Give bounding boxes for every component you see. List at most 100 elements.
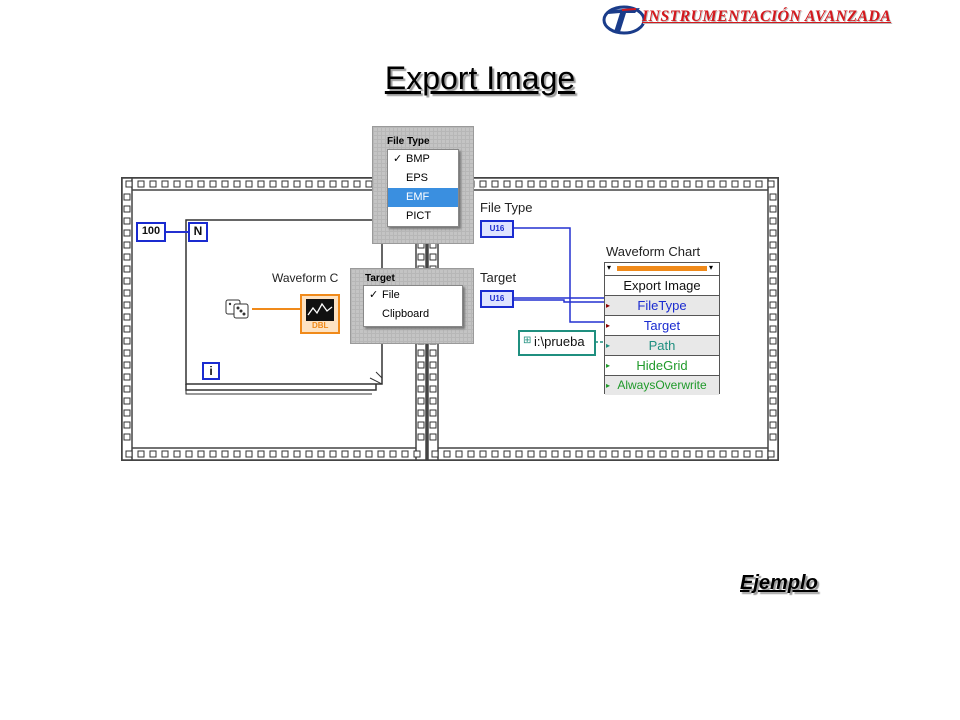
film-hole (269, 180, 277, 188)
loop-count-constant[interactable]: 100 (136, 222, 166, 242)
film-hole (389, 450, 397, 458)
film-hole (455, 450, 463, 458)
input-arrow-icon: ▸ (606, 301, 611, 310)
film-hole (305, 450, 313, 458)
input-arrow-icon: ▸ (606, 381, 611, 390)
invoke-node[interactable]: ▾ ▾ Export Image ▸ FileType ▸ Target ▸ P… (604, 262, 720, 395)
film-hole (707, 450, 715, 458)
file-type-menu-title: File Type (387, 136, 430, 147)
film-hole (515, 180, 523, 188)
input-filetype[interactable]: ▸ FileType (605, 295, 719, 315)
film-hole (769, 433, 777, 441)
target-constant[interactable]: U16 (480, 290, 514, 308)
target-menu-title: Target (365, 273, 395, 284)
film-hole (123, 241, 131, 249)
film-hole (429, 385, 437, 393)
check-icon: ✓ (369, 289, 379, 301)
film-hole (539, 450, 547, 458)
film-hole (417, 409, 425, 417)
film-hole (769, 193, 777, 201)
path-icon: ⊞ (523, 335, 532, 346)
film-hole (575, 450, 583, 458)
input-path[interactable]: ▸ Path (605, 335, 719, 355)
film-hole (233, 450, 241, 458)
film-hole (769, 409, 777, 417)
menu-item-clipboard[interactable]: Clipboard (382, 308, 430, 320)
film-hole (769, 205, 777, 213)
film-hole (575, 180, 583, 188)
film-hole (123, 373, 131, 381)
random-number-icon[interactable] (224, 294, 252, 322)
film-hole (413, 450, 421, 458)
film-hole (551, 450, 559, 458)
film-hole (769, 301, 777, 309)
film-hole (137, 450, 145, 458)
film-hole (341, 450, 349, 458)
invoke-node-rows: Export Image ▸ FileType ▸ Target ▸ Path … (605, 275, 719, 395)
menu-item-file[interactable]: ✓ File (364, 286, 462, 305)
film-hole (719, 450, 727, 458)
film-hole (257, 180, 265, 188)
film-hole (769, 421, 777, 429)
film-hole (269, 450, 277, 458)
film-hole (769, 313, 777, 321)
input-target[interactable]: ▸ Target (605, 315, 719, 335)
film-hole (503, 180, 511, 188)
film-hole (647, 180, 655, 188)
waveform-chart-label: Waveform C (272, 271, 339, 285)
film-hole (149, 180, 157, 188)
film-hole (429, 433, 437, 441)
target-menu-panel: Target ✓ File Clipboard (350, 268, 474, 344)
film-hole (479, 450, 487, 458)
film-hole (683, 180, 691, 188)
dbl-label: DBL (312, 321, 329, 330)
input-alwaysoverwrite[interactable]: ▸ AlwaysOverwrite (605, 375, 719, 395)
for-loop (185, 219, 383, 395)
film-hole (769, 229, 777, 237)
film-hole (769, 241, 777, 249)
film-hole (587, 180, 595, 188)
file-type-constant[interactable]: U16 (480, 220, 514, 238)
film-hole (769, 397, 777, 405)
film-hole (769, 253, 777, 261)
film-hole (293, 450, 301, 458)
film-hole (353, 450, 361, 458)
film-hole (599, 180, 607, 188)
film-hole (221, 450, 229, 458)
menu-item-emf[interactable]: EMF (388, 188, 458, 207)
film-hole (317, 180, 325, 188)
menu-item-eps[interactable]: EPS (406, 172, 429, 184)
path-constant[interactable]: ⊞ i:\prueba (518, 330, 596, 356)
film-hole (443, 450, 451, 458)
film-hole (123, 433, 131, 441)
film-hole (769, 337, 777, 345)
film-hole (647, 450, 655, 458)
film-hole (417, 253, 425, 261)
example-link[interactable]: Ejemplo (740, 572, 818, 594)
film-hole (769, 289, 777, 297)
film-hole (417, 421, 425, 429)
film-hole (563, 180, 571, 188)
menu-item-pict[interactable]: PICT (406, 210, 432, 222)
input-hidegrid[interactable]: ▸ HideGrid (605, 355, 719, 375)
block-diagram: 100 N i Waveform C DBL File Type ✓ BMP (120, 126, 780, 462)
film-hole (743, 450, 751, 458)
file-type-label: File Type (480, 200, 533, 215)
film-hole (429, 373, 437, 381)
film-hole (683, 450, 691, 458)
film-hole (769, 217, 777, 225)
waveform-chart-terminal[interactable]: DBL (300, 294, 340, 334)
film-hole (185, 180, 193, 188)
film-hole (731, 450, 739, 458)
menu-item-bmp[interactable]: ✓ BMP (388, 150, 458, 169)
film-hole (417, 361, 425, 369)
film-hole (341, 180, 349, 188)
invoke-node-header: ▾ ▾ (605, 263, 719, 275)
film-hole (329, 450, 337, 458)
film-hole (123, 205, 131, 213)
film-hole (209, 180, 217, 188)
method-row[interactable]: Export Image (605, 275, 719, 295)
film-hole (123, 409, 131, 417)
film-hole (587, 450, 595, 458)
ref-arrow-left-icon: ▾ (607, 263, 612, 272)
